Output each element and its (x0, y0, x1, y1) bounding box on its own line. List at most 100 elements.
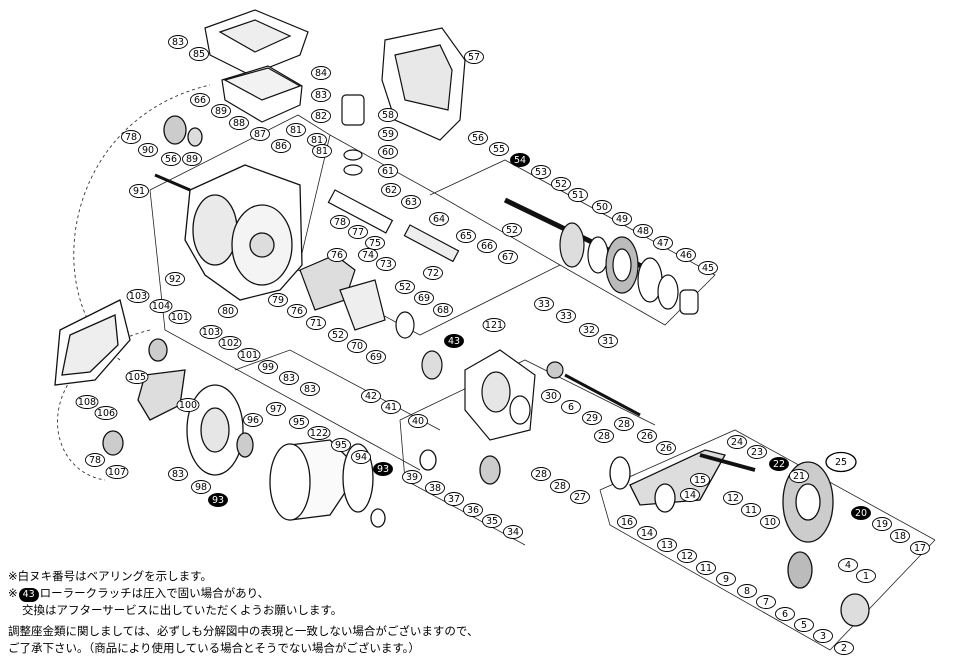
callout-bubble (598, 334, 618, 348)
part-callout-38: 38 (425, 481, 445, 495)
part-callout-104: 104 (149, 299, 173, 313)
part-callouts: 8385848382575859606166898887868181817890… (75, 35, 930, 655)
callout-bubble (592, 200, 612, 214)
callout-bubble (890, 529, 910, 543)
part-callout-52: 52 (551, 177, 571, 191)
handle-assembly (419, 449, 870, 627)
callout-number: 93 (212, 495, 224, 506)
callout-number: 63 (405, 197, 417, 208)
callout-bubble (300, 382, 320, 396)
callout-bubble (570, 490, 590, 504)
drive-gear-assembly (327, 189, 699, 315)
part-callout-94: 94 (351, 450, 371, 464)
part-callout-51: 51 (568, 188, 588, 202)
part-callout-60: 60 (378, 145, 398, 159)
callout-number: 60 (382, 147, 394, 158)
callout-bubble (775, 607, 795, 621)
part-callout-106: 106 (94, 406, 118, 420)
part-callout-83: 83 (300, 382, 320, 396)
part-callout-7: 7 (756, 595, 776, 609)
callout-bubble (378, 145, 398, 159)
callout-number: 95 (335, 440, 347, 451)
callout-bubble (498, 250, 518, 264)
part-callout-46: 46 (676, 248, 696, 262)
part-callout-97: 97 (266, 402, 286, 416)
callout-number: 32 (583, 325, 595, 336)
callout-bubble (690, 473, 710, 487)
callout-bubble (794, 618, 814, 632)
part-callout-98: 98 (191, 480, 211, 494)
part-callout-67: 67 (498, 250, 518, 264)
callout-number: 56 (472, 133, 484, 144)
callout-number: 76 (291, 306, 303, 317)
part-callout-30: 30 (541, 389, 561, 403)
part-badge-43: 43 (18, 587, 39, 602)
callout-bubble (444, 334, 464, 348)
callout-number: 69 (370, 352, 382, 363)
callout-number: 83 (283, 373, 295, 384)
part-callout-32: 32 (579, 323, 599, 337)
callout-number: 7 (763, 597, 769, 608)
callout-number: 17 (914, 543, 926, 554)
part-callout-87: 87 (250, 127, 270, 141)
part-callout-76: 76 (327, 248, 347, 262)
part-callout-101: 101 (237, 348, 261, 362)
callout-number: 92 (169, 274, 181, 285)
callout-number: 20 (855, 508, 867, 519)
callout-bubble (425, 481, 445, 495)
callout-bubble (348, 225, 368, 239)
callout-number: 58 (382, 110, 394, 121)
callout-number: 30 (545, 391, 557, 402)
callout-number: 49 (616, 214, 628, 225)
callout-number: 103 (129, 291, 147, 302)
part-callout-22: 22 (769, 457, 789, 471)
part-callout-21: 21 (789, 469, 809, 483)
part-callout-27: 27 (570, 490, 590, 504)
part-callout-52: 52 (502, 223, 522, 237)
callout-number: 26 (641, 431, 653, 442)
part-callout-53: 53 (531, 165, 551, 179)
callout-bubble (760, 515, 780, 529)
note-after-service: 交換はアフターサービスに出していただくようお願いします。 (22, 602, 343, 617)
callout-bubble (218, 304, 238, 318)
callout-number: 48 (637, 226, 649, 237)
part-callout-83: 83 (311, 88, 331, 102)
callout-number: 104 (152, 301, 170, 312)
part-callout-93: 93 (208, 493, 228, 507)
callout-number: 35 (486, 516, 498, 527)
callout-bubble (594, 429, 614, 443)
callout-bubble (85, 453, 105, 467)
callout-number: 107 (108, 467, 126, 478)
callout-bubble (250, 127, 270, 141)
callout-number: 83 (304, 384, 316, 395)
callout-number: 83 (315, 90, 327, 101)
part-callout-62: 62 (381, 183, 401, 197)
callout-number: 54 (514, 155, 526, 166)
callout-bubble (834, 641, 854, 655)
main-frame (154, 115, 303, 301)
callout-bubble (327, 248, 347, 262)
part-callout-71: 71 (306, 316, 326, 330)
callout-number: 99 (262, 362, 274, 373)
callout-bubble (311, 88, 331, 102)
part-callout-11: 11 (741, 503, 761, 517)
callout-bubble (268, 293, 288, 307)
callout-number: 24 (731, 437, 743, 448)
callout-bubble (208, 493, 228, 507)
part-callout-15: 15 (690, 473, 710, 487)
part-callout-52: 52 (328, 328, 348, 342)
callout-bubble (376, 257, 396, 271)
callout-bubble (237, 348, 261, 362)
part-callout-64: 64 (429, 212, 449, 226)
callout-bubble (126, 289, 150, 303)
callout-bubble (307, 426, 331, 440)
callout-number: 42 (365, 391, 377, 402)
part-callout-28: 28 (614, 417, 634, 431)
part-callout-86: 86 (271, 139, 291, 153)
callout-number: 15 (694, 475, 706, 486)
callout-number: 67 (502, 252, 514, 263)
callout-number: 28 (598, 431, 610, 442)
callout-bubble (266, 402, 286, 416)
callout-bubble (168, 35, 188, 49)
callout-bubble (328, 328, 348, 342)
